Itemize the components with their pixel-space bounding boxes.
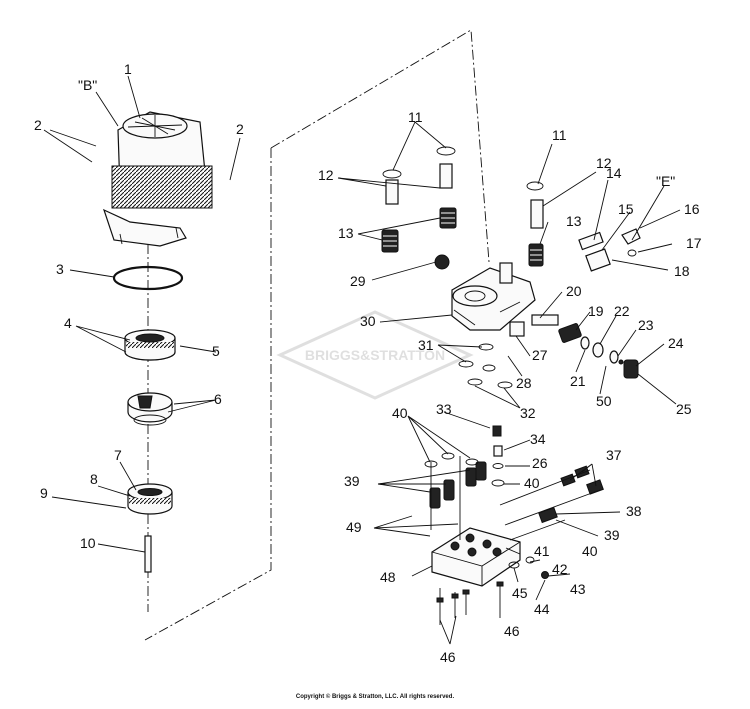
bearing-8 [127,483,173,515]
callout-40-mid: 40 [524,475,540,491]
callout-2-right: 2 [236,121,244,137]
callout-25: 25 [676,401,692,417]
unloader-pistons-37 [499,465,604,541]
manifold-48 [431,527,521,587]
callout-13-left: 13 [338,225,354,241]
watermark-text: BRIGGS&STRATTON [305,347,445,363]
callout-19: 19 [588,303,604,319]
callout-28: 28 [516,375,532,391]
callout-39-left: 39 [344,473,360,489]
callout-31: 31 [418,337,434,353]
callout-46-bottom: 46 [440,649,456,665]
callout-1: 1 [124,61,132,77]
copyright-notice: Copyright © Briggs & Stratton, LLC. All … [295,694,455,700]
check-valves-39 [429,456,487,540]
callout-11-right: 11 [552,127,567,143]
callout-38: 38 [626,503,642,519]
callout-46-right: 46 [504,623,520,639]
callout-41: 41 [534,543,550,559]
callout-17: 17 [686,235,702,251]
leader-lines [43,75,681,645]
callout-18: 18 [674,263,690,279]
callout-23: 23 [638,317,654,333]
callout-44: 44 [534,601,550,617]
unloader-group [578,228,641,272]
callout-8: 8 [90,471,98,487]
callout-34: 34 [530,431,546,447]
callout-B: "B" [78,77,97,93]
callout-39-right: 39 [604,527,620,543]
callout-21: 21 [570,373,586,389]
callout-7: 7 [114,447,122,463]
callout-11-left: 11 [408,109,423,125]
callout-29: 29 [350,273,366,289]
callout-37: 37 [606,447,622,463]
callout-30: 30 [360,313,376,329]
callout-6: 6 [214,391,222,407]
callout-3: 3 [56,261,64,277]
callout-48: 48 [380,569,396,585]
callout-50: 50 [596,393,612,409]
callout-15: 15 [618,201,634,217]
callout-E: "E" [656,173,675,189]
callout-32: 32 [520,405,536,421]
o-ring-3 [112,265,184,291]
callout-43: 43 [570,581,586,597]
seal-rings-40 [424,425,505,487]
callout-40-top: 40 [392,405,408,421]
outlet-group [531,314,639,379]
callout-4: 4 [64,315,72,331]
callout-labels: 1 "B" 2 2 3 4 5 6 7 8 9 10 11 11 12 12 1… [34,61,702,665]
callout-20: 20 [566,283,582,299]
wobble-plate-6 [127,392,173,426]
o-rings-31-32 [458,343,513,389]
bearing-4 [124,329,176,361]
callout-45: 45 [512,585,528,601]
callout-12-right: 12 [596,155,612,171]
pistons-12 [382,146,544,229]
callout-22: 22 [614,303,630,319]
callout-10: 10 [80,535,96,551]
callout-5: 5 [212,343,220,359]
callout-40-bottom: 40 [582,543,598,559]
callout-24: 24 [668,335,684,351]
callout-27: 27 [532,347,548,363]
fittings-41-46 [436,556,549,625]
callout-2-left: 2 [34,117,42,133]
shaft-10 [144,535,152,573]
callout-49: 49 [346,519,362,535]
pump-housing-30 [434,254,536,337]
callout-14: 14 [606,165,622,181]
callout-12-left: 12 [318,167,334,183]
callout-33: 33 [436,401,452,417]
callout-42: 42 [552,561,568,577]
callout-13-right: 13 [566,213,582,229]
callout-9: 9 [40,485,48,501]
callout-16: 16 [684,201,700,217]
watermark-logo: BRIGGS&STRATTON [276,310,474,400]
motor-assembly [102,111,213,247]
springs-13 [381,207,544,267]
callout-26: 26 [532,455,548,471]
